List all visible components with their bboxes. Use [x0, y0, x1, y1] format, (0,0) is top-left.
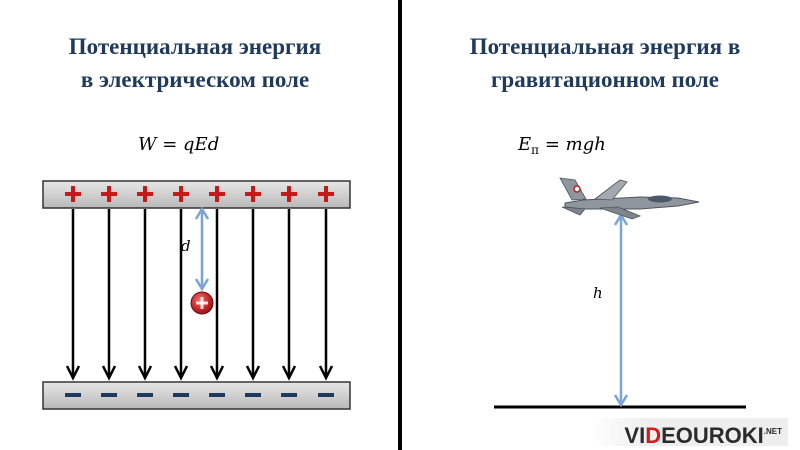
field-line	[281, 209, 297, 381]
formula-electric-energy: W = qEd	[138, 134, 220, 155]
plus-sign-icon	[65, 186, 81, 202]
minus-signs	[65, 393, 334, 397]
right-title-line1: Потенциальная энергия в	[469, 34, 741, 59]
formula-gravity-energy: Eп = mgh	[518, 134, 606, 157]
field-line	[209, 209, 225, 381]
minus-sign-icon	[318, 393, 334, 397]
left-title: Потенциальная энергия в электрическом по…	[0, 30, 390, 96]
right-title-line2: гравитационном поле	[490, 67, 720, 92]
minus-sign-icon	[281, 393, 297, 397]
minus-sign-icon	[137, 393, 153, 397]
plus-sign-icon	[137, 186, 153, 202]
logo-part2: D	[645, 423, 662, 448]
field-line	[173, 209, 189, 381]
plus-sign-icon	[101, 186, 117, 202]
height-arrow	[613, 212, 629, 408]
minus-sign-icon	[65, 393, 81, 397]
minus-sign-icon	[209, 393, 225, 397]
left-title-line1: Потенциальная энергия	[68, 34, 322, 59]
distance-arrow	[194, 206, 210, 292]
field-line	[101, 209, 117, 381]
plus-sign-icon	[281, 186, 297, 202]
field-line	[318, 209, 334, 381]
logo-part3: EOUROKI	[661, 423, 764, 448]
distance-label: d	[181, 237, 191, 255]
top-plate	[42, 180, 351, 209]
plus-sign-icon	[245, 186, 261, 202]
left-title-line2: в электрическом поле	[80, 67, 310, 92]
logo-suffix: .NET	[763, 427, 782, 436]
logo-part1: VI	[624, 423, 646, 448]
charge-icon	[190, 291, 214, 315]
formula-e-sub: п	[531, 143, 540, 157]
field-line	[65, 209, 81, 381]
field-lines	[65, 209, 334, 381]
jet-icon	[559, 177, 700, 220]
field-line	[245, 209, 261, 381]
plus-sign-icon	[173, 186, 189, 202]
videouroki-logo: VIDEOUROKI.NET	[590, 418, 788, 448]
field-line	[137, 209, 153, 381]
minus-sign-icon	[101, 393, 117, 397]
plus-sign-icon	[318, 186, 334, 202]
plus-signs	[65, 186, 334, 202]
vertical-divider	[398, 0, 402, 450]
minus-sign-icon	[173, 393, 189, 397]
formula-e-main: E	[518, 134, 532, 155]
plus-sign-icon	[209, 186, 225, 202]
formula-e-rest: = mgh	[539, 134, 606, 155]
bottom-plate	[42, 381, 351, 410]
minus-sign-icon	[245, 393, 261, 397]
height-label: h	[593, 284, 603, 302]
right-title: Потенциальная энергия в гравитационном п…	[410, 30, 800, 96]
